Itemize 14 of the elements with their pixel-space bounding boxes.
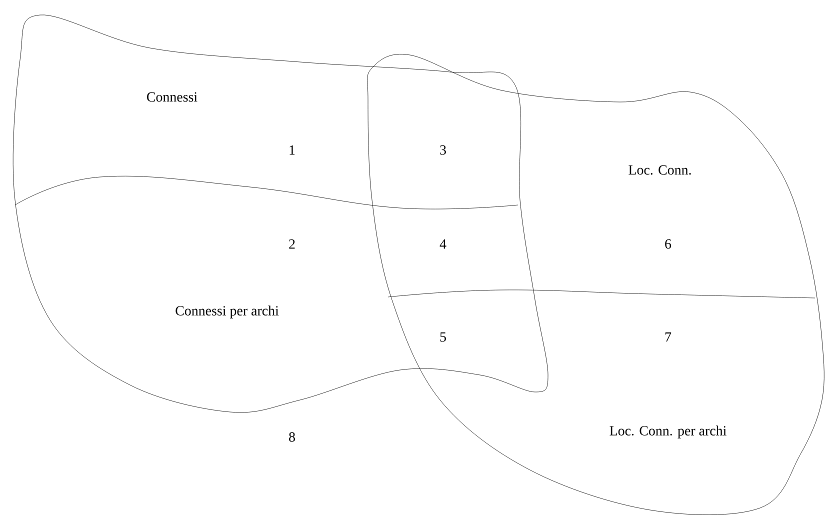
region-number: 5	[440, 332, 446, 342]
region-number: 2	[289, 239, 295, 249]
region-number: 7	[665, 332, 672, 342]
region-number: 3	[440, 145, 446, 155]
set-name: Connessi	[147, 92, 198, 102]
region-number: 8	[289, 432, 295, 442]
set-region	[12, 14, 548, 413]
set-name: Loc. Conn. per archi	[610, 426, 726, 438]
set-name: Loc. Conn.	[628, 165, 691, 175]
set-name: Connessi per archi	[176, 306, 279, 318]
region-number: 1	[290, 145, 295, 155]
region-number: 4	[440, 239, 446, 249]
set-region	[367, 54, 824, 515]
region-number: 6	[665, 239, 672, 249]
